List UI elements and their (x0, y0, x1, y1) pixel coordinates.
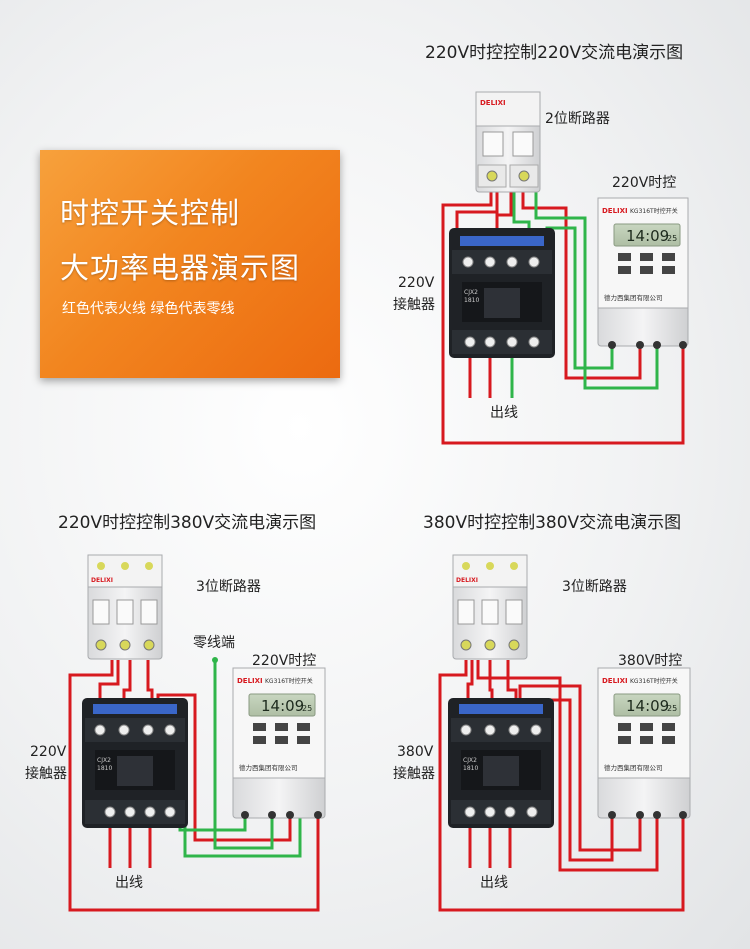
diagram3-breaker-brand: DELIXI (456, 577, 478, 584)
diagram2-contactor-label: 接触器 (25, 766, 67, 782)
diagram2-contactor-model2: 1810 (97, 765, 112, 772)
diagram3-timer-display: 14:09 (626, 697, 669, 715)
diagram2-contactor-voltage: 220V (30, 744, 67, 760)
diagram1-breaker-brand: DELIXI (480, 99, 506, 107)
banner-legend: 红色代表火线 绿色代表零线 (62, 301, 235, 317)
diagram3-timer: DELIXI KG316T时控开关 14:09 25 德力西集团有限公司 (597, 667, 691, 819)
banner-line2: 大功率电器演示图 (60, 251, 301, 285)
diagram1-timer: DELIXI KG316T时控开关 14:09 25 德力西集团有限公司 (597, 197, 689, 349)
diagram1-breaker: DELIXI (475, 91, 541, 193)
diagram1-timer-label: 220V时控 (612, 175, 677, 191)
diagram2-breaker-label: 3位断路器 (196, 579, 261, 595)
diagram1-output-label: 出线 (490, 405, 518, 421)
diagram1-timer-display-small: 25 (667, 234, 677, 243)
diagram3-timer-label: 380V时控 (618, 653, 683, 669)
diagram3-contactor-voltage: 380V (397, 744, 434, 760)
diagram2-timer-model: KG316T时控开关 (265, 677, 313, 685)
title-banner: 时控开关控制 大功率电器演示图 红色代表火线 绿色代表零线 (40, 150, 340, 378)
diagram3: DELIXI CJX2 1810 DELIXI KG316T时控开关 (438, 554, 691, 912)
diagram3-timer-brand: DELIXI (602, 677, 628, 685)
diagram1: DELIXI CJX2 1810 (441, 91, 689, 445)
diagram2-contactor: CJX2 1810 (82, 698, 188, 828)
diagram2-breaker-brand: DELIXI (91, 577, 113, 584)
diagram2-timer-brand: DELIXI (237, 677, 263, 685)
diagram2-timer-label: 220V时控 (252, 653, 317, 669)
diagram2-timer-display-small: 25 (302, 704, 312, 713)
diagram1-contactor-voltage: 220V (398, 275, 435, 291)
diagram1-timer-brand: DELIXI (602, 207, 628, 215)
diagram3-breaker-label: 3位断路器 (562, 579, 627, 595)
diagram3-contactor: CJX2 1810 (448, 698, 554, 828)
diagram2-title: 220V时控控制380V交流电演示图 (58, 513, 317, 533)
diagram3-breaker: DELIXI (452, 554, 528, 660)
diagram1-timer-maker: 德力西集团有限公司 (604, 293, 663, 302)
diagram1-live-wires (441, 190, 685, 445)
diagram3-timer-display-small: 25 (667, 704, 677, 713)
diagram1-contactor-model2: 1810 (464, 297, 479, 304)
diagram3-output-label: 出线 (480, 875, 508, 891)
diagram2-timer-display: 14:09 (261, 697, 304, 715)
diagram3-title: 380V时控控制380V交流电演示图 (423, 513, 682, 533)
diagram2-timer-maker: 德力西集团有限公司 (239, 763, 298, 772)
diagram1-contactor-label: 接触器 (393, 297, 435, 313)
diagram2-breaker: DELIXI (87, 554, 163, 660)
diagram1-contactor: CJX2 1810 (449, 228, 555, 358)
diagram3-contactor-model1: CJX2 (463, 757, 477, 764)
diagram1-contactor-model1: CJX2 (464, 289, 478, 296)
diagram3-timer-maker: 德力西集团有限公司 (604, 763, 663, 772)
diagram1-breaker-label: 2位断路器 (545, 111, 610, 127)
diagram3-live-wires (438, 660, 685, 912)
diagram3-contactor-label: 接触器 (393, 766, 435, 782)
diagram2-output-label: 出线 (115, 875, 143, 891)
diagram1-timer-model: KG316T时控开关 (630, 207, 678, 215)
diagram2-contactor-model1: CJX2 (97, 757, 111, 764)
diagram1-timer-display: 14:09 (626, 227, 669, 245)
diagram2: DELIXI CJX2 1810 DELIXI KG316T时控开关 (68, 554, 326, 912)
banner-line1: 时控开关控制 (60, 196, 241, 230)
diagram2-live-wires (68, 660, 320, 912)
diagram1-title: 220V时控控制220V交流电演示图 (425, 43, 684, 63)
diagram3-contactor-model2: 1810 (463, 765, 478, 772)
diagram3-timer-model: KG316T时控开关 (630, 677, 678, 685)
diagram2-neutral-label: 零线端 (193, 635, 235, 651)
diagram2-timer: DELIXI KG316T时控开关 14:09 25 德力西集团有限公司 (232, 667, 326, 819)
